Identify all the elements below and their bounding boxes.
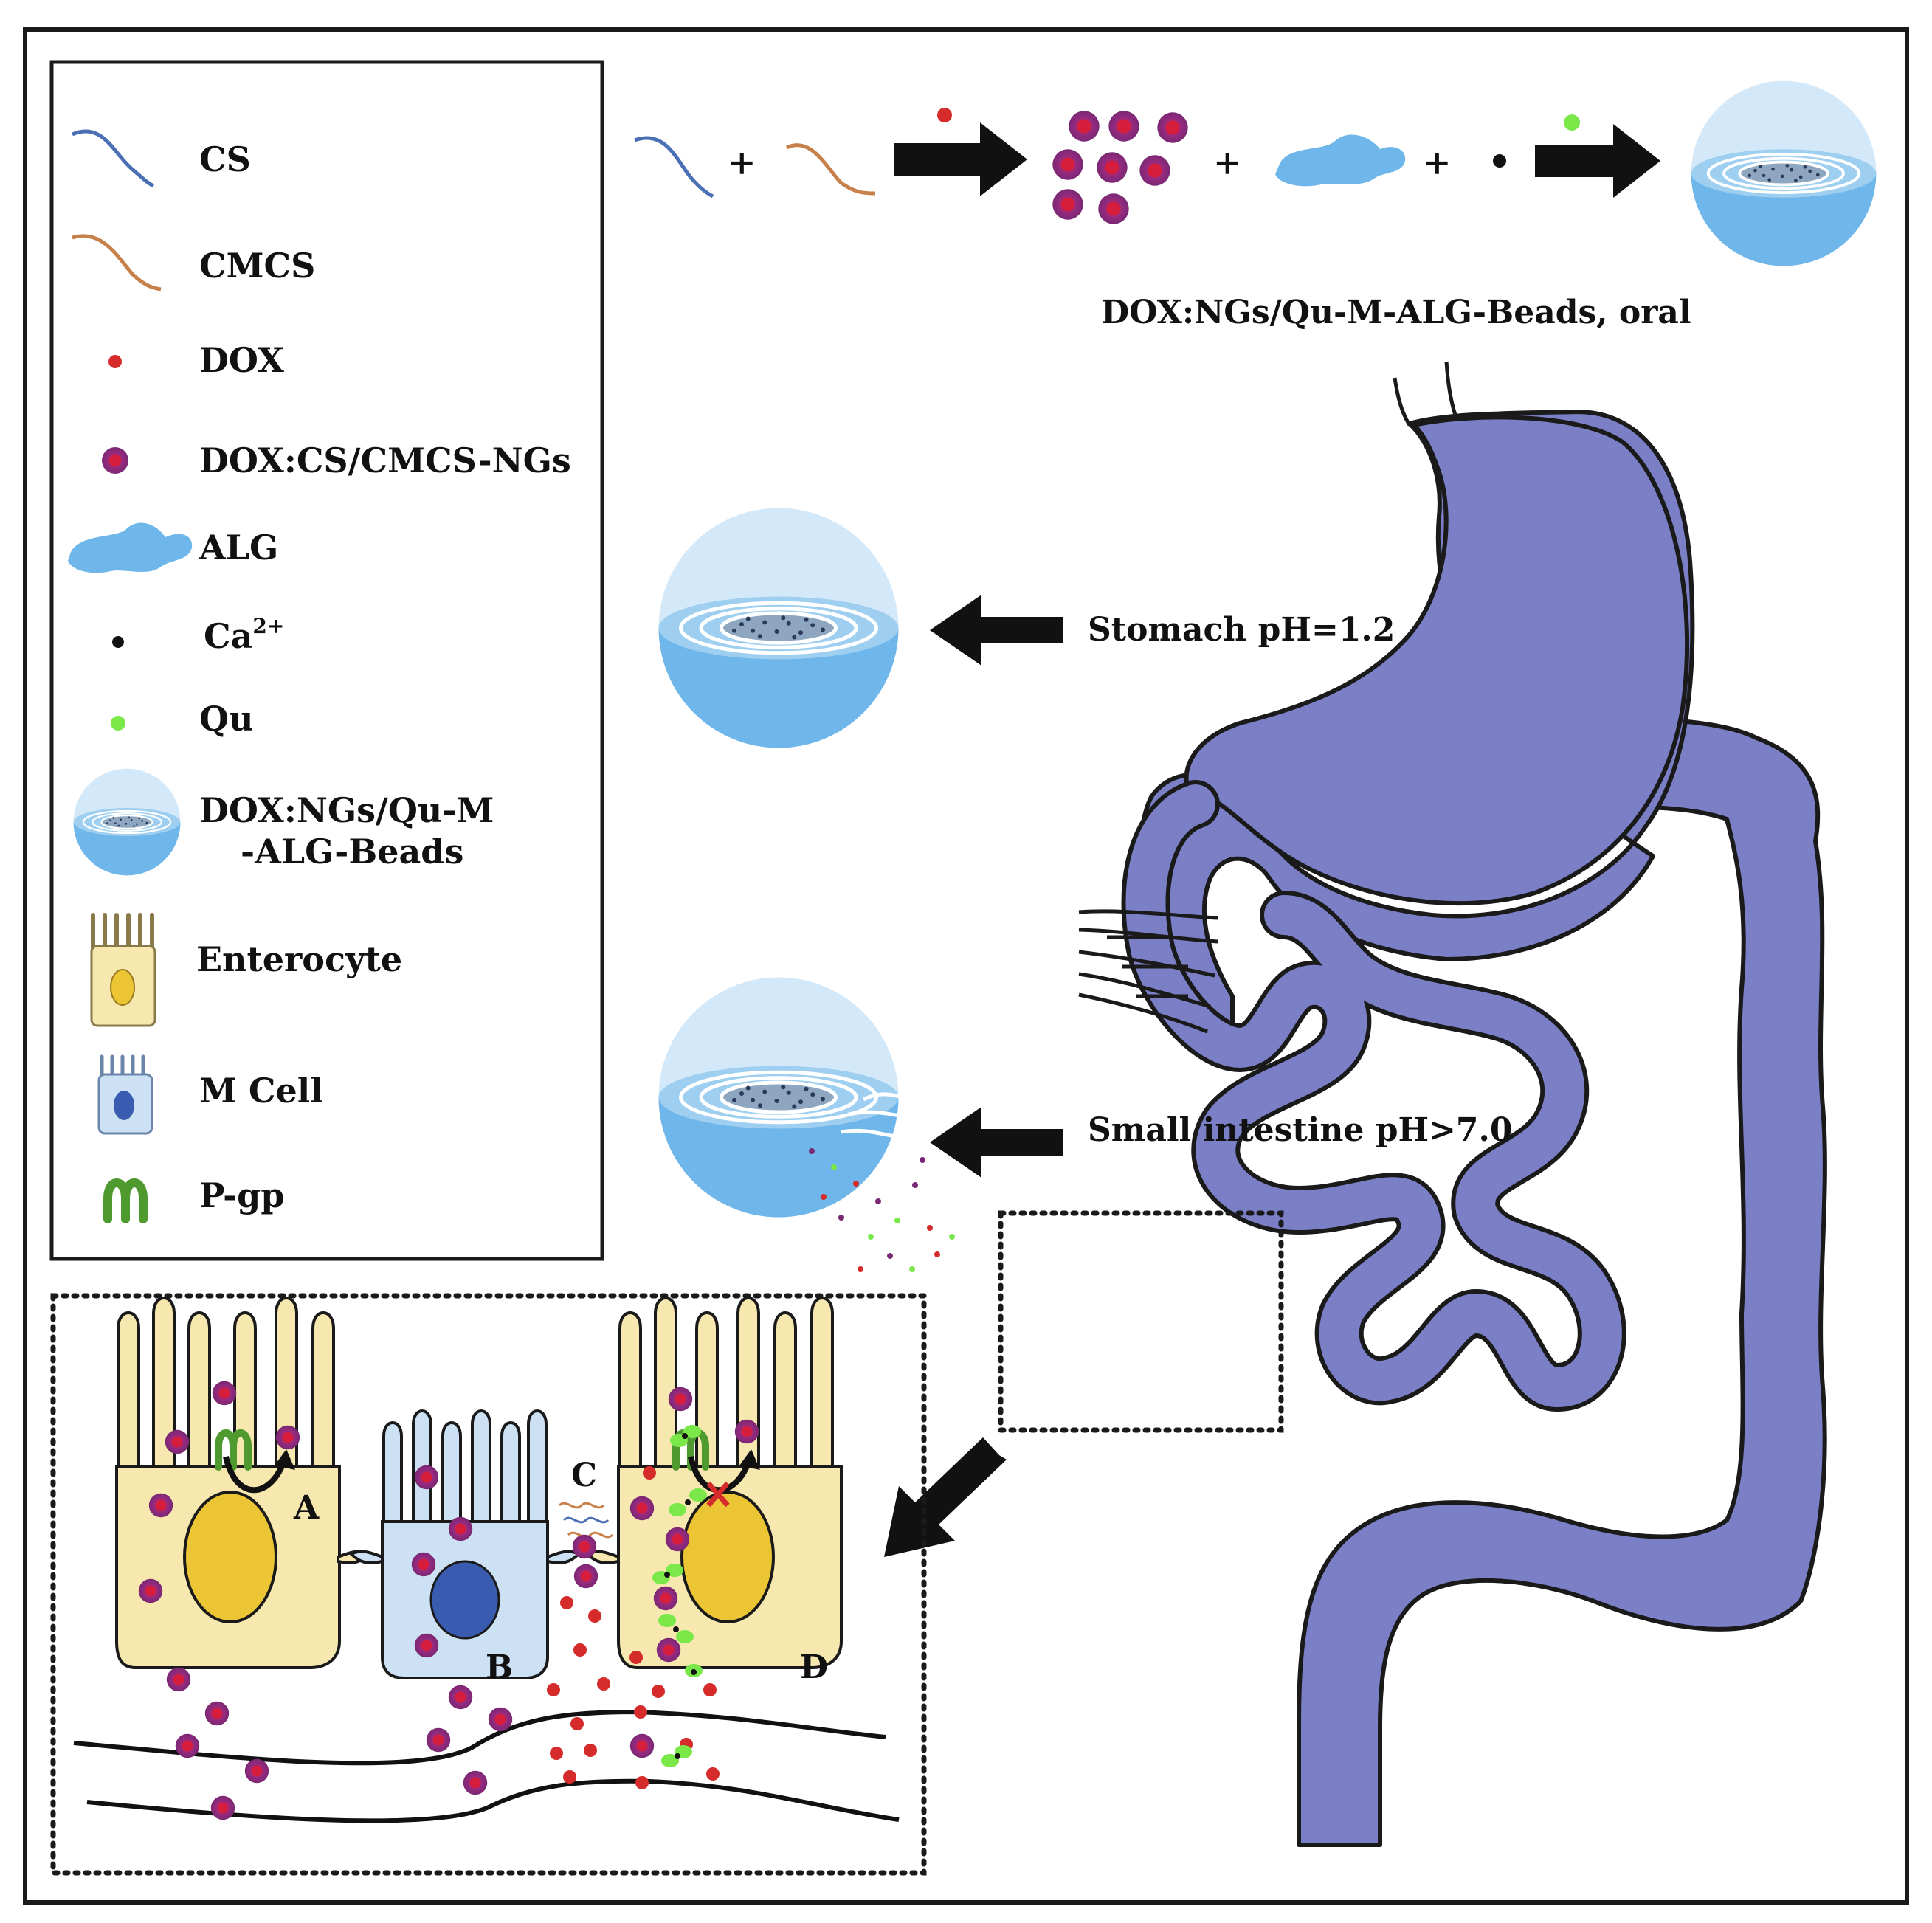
arrow-stomach — [930, 595, 1063, 666]
cs-chain-reagent — [634, 136, 714, 198]
basement-membrane-upper — [73, 1709, 886, 1766]
legend-label-cs: CS — [199, 139, 251, 179]
bead-icon — [72, 767, 182, 877]
legend-label-m-cell: M Cell — [199, 1071, 323, 1111]
small-intestine-fill — [1125, 784, 1622, 1407]
gi-tract: Stomach pH=1.2 Small intestine pH>7.0 — [659, 361, 1827, 1847]
bead-intestine-stage — [659, 978, 955, 1272]
intestine-caption: Small intestine pH>7.0 — [1088, 1111, 1512, 1149]
enterocyte-a: A — [115, 1297, 372, 1669]
cell-label-c: C — [571, 1457, 597, 1494]
legend-label-bead-line1: DOX:NGs/Qu-M — [199, 790, 494, 830]
released-particles — [809, 1148, 955, 1272]
alginate-blob-icon — [68, 522, 193, 573]
arrow-intestine — [930, 1107, 1063, 1178]
cell-inset: A B C — [50, 1293, 927, 1876]
cell-label-d: D — [800, 1648, 828, 1686]
calcium-dot-icon — [112, 636, 124, 648]
plus-sign-1: + — [728, 142, 756, 182]
arrow-to-nanogels — [894, 122, 1027, 196]
legend-label-dox: DOX — [199, 340, 284, 380]
bead-stomach-stage — [659, 508, 899, 748]
dox-dot-reagent — [937, 108, 952, 122]
product-caption: DOX:NGs/Qu-M-ALG-Beads, oral — [1101, 294, 1691, 331]
efflux-arrow-a — [223, 1456, 286, 1494]
legend-label-qu: Qu — [199, 699, 254, 739]
legend-label-alg: ALG — [199, 528, 278, 567]
enterocyte-icon — [90, 913, 156, 1027]
basement-membrane-lower — [86, 1778, 900, 1823]
free-dox-particles — [547, 1466, 720, 1789]
zoom-region-box — [998, 1210, 1284, 1433]
efflux-arrow-d — [688, 1456, 751, 1494]
legend-label-nanogel: DOX:CS/CMCS-NGs — [199, 441, 571, 480]
legend: CS CMCS DOX DOX:CS/CMCS-NGs ALG Ca2+ Qu … — [49, 60, 604, 1261]
dox-dot-icon — [108, 355, 122, 368]
quercetin-particles — [652, 1425, 707, 1767]
legend-label-calcium: Ca2+ — [204, 614, 284, 656]
p-gp-icon — [103, 1178, 148, 1223]
calcium-dot-reagent — [1493, 154, 1506, 168]
cs-chain-icon — [72, 129, 155, 188]
inhibition-cross — [706, 1481, 730, 1508]
quercetin-dot-reagent — [1564, 114, 1580, 131]
cmcs-chain-reagent — [785, 143, 876, 196]
polymer-chains-junction — [558, 1502, 614, 1539]
arrow-zoom-to-cells — [884, 1437, 1007, 1557]
arrow-to-beads — [1535, 124, 1660, 198]
p-gp-transporter-a — [215, 1429, 252, 1471]
plus-sign-2: + — [1213, 142, 1242, 182]
legend-label-enterocyte: Enterocyte — [196, 939, 402, 979]
legend-label-calcium-sup: 2+ — [252, 614, 284, 638]
cell-label-a: A — [293, 1489, 320, 1527]
synthesis-row: + + + DOX:NGs/Qu-M-ALG-Beads, oral — [634, 79, 1878, 331]
legend-label-bead-line2: -ALG-Beads — [241, 832, 463, 871]
bead-product — [1689, 79, 1878, 268]
m-cell-icon — [97, 1054, 153, 1135]
mesentery-lines — [1078, 909, 1218, 1034]
alginate-blob-reagent — [1275, 134, 1406, 187]
plus-sign-3: + — [1423, 142, 1452, 182]
cmcs-chain-icon — [72, 234, 162, 291]
nanogel-icon — [102, 447, 128, 474]
cell-label-b: B — [486, 1648, 513, 1686]
stomach-caption: Stomach pH=1.2 — [1088, 611, 1395, 649]
stomach-body — [1184, 415, 1690, 906]
legend-label-cmcs: CMCS — [199, 246, 315, 286]
inset-box — [50, 1293, 927, 1876]
large-intestine — [1201, 713, 1827, 1847]
legend-label-p-gp: P-gp — [199, 1175, 285, 1215]
quercetin-dot-icon — [111, 716, 125, 731]
legend-label-calcium-text: Ca — [204, 616, 252, 656]
